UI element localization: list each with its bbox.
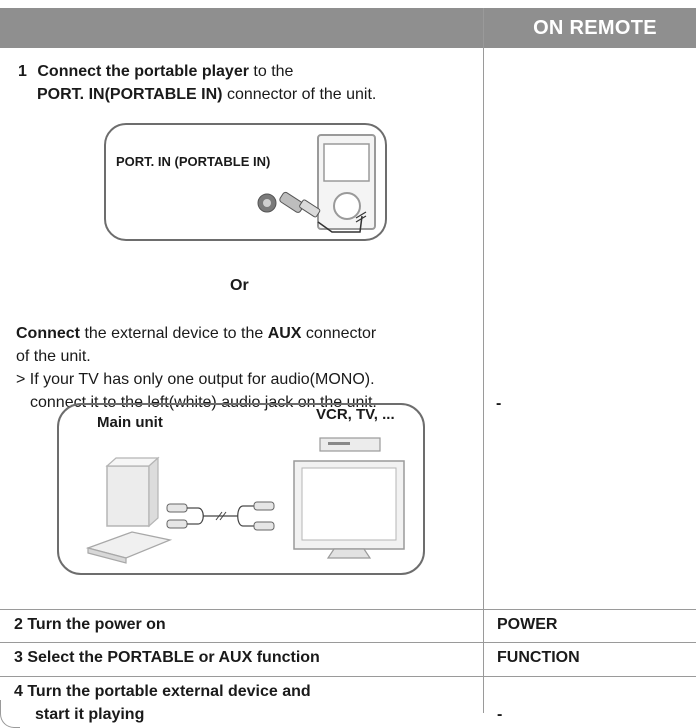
main-unit-label: Main unit xyxy=(97,414,163,431)
portable-connection-diagram xyxy=(104,123,387,241)
step2-label: 2 Turn the power on xyxy=(14,616,166,633)
aux-line2: of the unit. xyxy=(16,348,91,365)
remote-step1-value: - xyxy=(496,395,502,412)
on-remote-heading: ON REMOTE xyxy=(533,17,657,39)
remote-step3-value: FUNCTION xyxy=(497,649,580,666)
step1-line2: PORT. IN(PORTABLE IN) connector of the u… xyxy=(37,86,377,103)
row-divider xyxy=(0,609,696,610)
aux-connection-diagram xyxy=(57,403,425,575)
row-divider xyxy=(0,676,696,677)
remote-step4-value: - xyxy=(497,706,503,723)
column-divider xyxy=(483,8,484,713)
or-label: Or xyxy=(230,277,249,294)
row-divider xyxy=(0,642,696,643)
port-in-label: PORT. IN (PORTABLE IN) xyxy=(116,154,271,169)
table-header: ON REMOTE xyxy=(0,8,696,48)
aux-line1: Connect the external device to the AUX c… xyxy=(16,325,377,342)
devices-label: VCR, TV, ... xyxy=(316,406,395,423)
aux-line3: > If your TV has only one output for aud… xyxy=(16,371,375,388)
step4-label-line2: start it playing xyxy=(35,706,145,723)
step3-label: 3 Select the PORTABLE or AUX function xyxy=(14,649,320,666)
remote-step2-value: POWER xyxy=(497,616,558,633)
aux-line4: connect it to the left(white) audio jack… xyxy=(30,394,377,411)
step4-label-line1: 4 Turn the portable external device and xyxy=(14,683,311,700)
step1-line1: 1 Connect the portable player to the xyxy=(18,63,294,80)
